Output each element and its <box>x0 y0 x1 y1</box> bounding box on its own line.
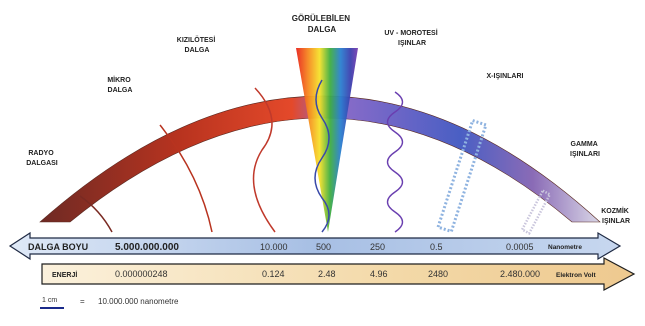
energy-value-1: 0.000000248 <box>115 269 168 279</box>
wavelength-label: DALGA BOYU <box>28 242 88 252</box>
microwave-wave <box>159 124 213 233</box>
wavelength-value-5: 0.5 <box>430 242 443 252</box>
energy-unit: Elektron Volt <box>556 272 596 279</box>
scale-equals: = <box>80 297 85 306</box>
radio-wave <box>79 195 113 233</box>
wavelength-value-2: 10.000 <box>260 242 288 252</box>
uv-wave <box>386 91 404 233</box>
wavelength-value-3: 500 <box>316 242 331 252</box>
infrared-label: KIZILÖTESİ DALGA <box>177 35 217 54</box>
wavelength-arrow <box>8 231 622 261</box>
gamma-wave <box>520 189 552 235</box>
energy-value-4: 4.96 <box>370 269 388 279</box>
scale-text: 10.000.000 nanometre <box>98 297 179 306</box>
wavelength-unit: Nanometre <box>548 244 582 251</box>
energy-label: ENERJİ <box>52 271 77 279</box>
energy-value-5: 2480 <box>428 269 448 279</box>
visible-wave <box>314 79 330 233</box>
visible-light-wedge <box>296 48 358 232</box>
wavelength-value-1: 5.000.000.000 <box>115 242 179 253</box>
microwave-label: MİKRO DALGA <box>107 76 132 94</box>
scale-length: 1 cm <box>42 297 57 304</box>
gamma-label: GAMMA IŞINLARI <box>570 141 600 158</box>
energy-value-2: 0.124 <box>262 269 285 279</box>
xray-label: X-IŞINLARI <box>487 73 524 80</box>
wavelength-value-4: 250 <box>370 242 385 252</box>
energy-value-6: 2.480.000 <box>500 269 540 279</box>
infrared-wave <box>252 87 276 233</box>
cosmic-label: KOZMİK IŞINLAR <box>601 207 631 225</box>
energy-arrow <box>41 257 636 291</box>
spectrum-arc <box>39 95 601 223</box>
uv-label: UV - MOROTESİ IŞINLAR <box>384 29 439 47</box>
radio-label: RADYO DALGASI <box>26 150 58 167</box>
wavelength-value-6: 0.0005 <box>506 242 534 252</box>
energy-value-3: 2.48 <box>318 269 336 279</box>
visible-label: GÖRÜLEBİLEN DALGA <box>292 14 352 34</box>
xray-wave <box>436 118 488 234</box>
